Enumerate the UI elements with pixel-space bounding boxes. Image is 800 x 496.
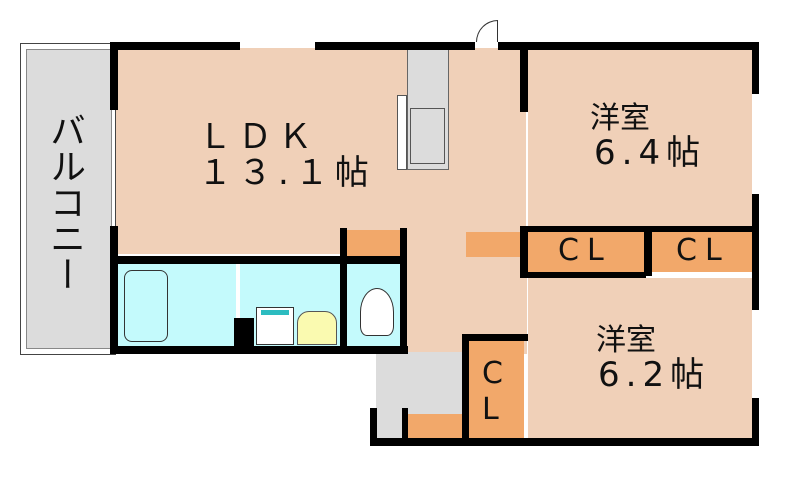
balcony [26,49,112,349]
closet-2: CL [652,232,752,272]
room1 [528,48,752,228]
balcony-label: バルコニー [44,112,85,292]
room2-name: 洋室 [596,323,656,358]
toilet-icon [360,288,394,336]
front-door-icon[interactable] [476,20,498,42]
room2-size: 6.2帖 [598,355,711,395]
ldk-storage [346,230,402,258]
shoe-storage [408,414,464,438]
kitchen-edge [397,95,407,170]
bathtub-icon [124,270,168,342]
kitchen-sink [410,108,445,164]
closet-3: C L [468,340,524,438]
vanity-sink-icon [297,311,337,345]
room1-size: 6.4帖 [594,133,707,173]
ldk-size: １３.１帖 [198,153,375,193]
ldk-room [116,48,526,254]
kitchen-counter [407,48,449,170]
washing-machine-icon [256,307,294,345]
ldk-name: ＬＤＫ [198,117,318,157]
room1-name: 洋室 [590,101,650,136]
closet-1: CL [528,232,644,272]
room2 [528,278,752,438]
bathroom [118,262,236,348]
hall-storage [466,232,526,257]
